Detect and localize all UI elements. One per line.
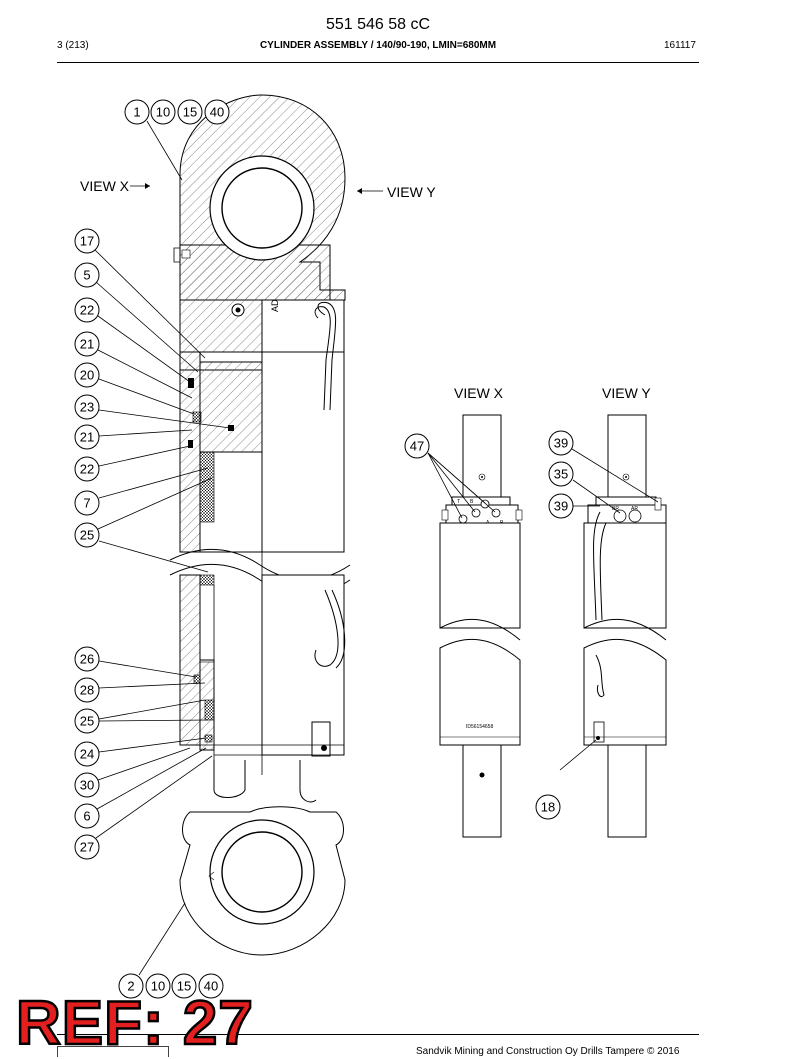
balloon-view-y-2: 35: [554, 467, 568, 482]
leader-lines-left: [94, 249, 231, 839]
view-y-title: VIEW Y: [602, 385, 651, 401]
view-x-title: VIEW X: [454, 385, 504, 401]
drawing-date: 161117: [664, 40, 696, 51]
view-y-drawing: VIEW Y BR AR: [583, 385, 667, 838]
balloon-view-y-1: 39: [554, 436, 568, 451]
balloon-left-12: 28: [80, 683, 94, 698]
lower-bearing-inner: [221, 831, 303, 913]
footer-rule: [57, 1034, 699, 1035]
header-rule: [57, 62, 699, 63]
leader-lines-views: [427, 448, 659, 771]
balloon-left-6: 23: [80, 400, 94, 415]
main-cylinder-section: AD: [169, 94, 351, 956]
page-number: 3 (213): [57, 40, 89, 51]
balloon-bottom-2: 10: [151, 979, 165, 994]
balloon-left-3: 22: [80, 303, 94, 318]
balloon-left-2: 5: [83, 268, 90, 283]
balloon-left-7: 21: [80, 430, 94, 445]
balloon-left-14: 24: [80, 747, 94, 762]
port-label-ar: AR: [631, 506, 638, 512]
balloon-left-17: 27: [80, 840, 94, 855]
balloon-left-15: 30: [80, 778, 94, 793]
port-label-ad: AD: [270, 299, 280, 312]
balloon-left-11: 26: [80, 652, 94, 667]
piston-section: [199, 361, 263, 453]
view-x-drawing: VIEW X T B A P ID56154658: [439, 385, 523, 838]
port-label-t: T: [457, 499, 460, 505]
balloon-group-left: 17 5 22 21 20 23 21 22 7 25 26 28 25 24 …: [74, 228, 100, 860]
balloon-left-10: 25: [80, 528, 94, 543]
balloon-left-4: 21: [80, 337, 94, 352]
balloon-view-y-3: 39: [554, 499, 568, 514]
tube-wall-lower: [179, 574, 201, 746]
id-plate-text: ID56154658: [466, 724, 493, 730]
footer-copyright: Sandvik Mining and Construction Oy Drill…: [416, 1046, 680, 1057]
balloon-left-13: 25: [80, 714, 94, 729]
balloon-top-4: 40: [210, 105, 224, 120]
balloon-left-9: 7: [83, 496, 90, 511]
view-x-label: VIEW X: [80, 178, 130, 194]
view-y-label: VIEW Y: [387, 184, 436, 200]
port-label-b: B: [470, 499, 474, 505]
balloon-bottom-1: 2: [127, 979, 134, 994]
balloon-top-2: 10: [156, 105, 170, 120]
balloon-bottom-3: 15: [177, 979, 191, 994]
port-label-br: BR: [612, 506, 619, 512]
balloon-bottom-4: 40: [204, 979, 218, 994]
balloon-top-1: 1: [133, 105, 140, 120]
balloon-top-3: 15: [183, 105, 197, 120]
document-number: 551 546 58 cC: [325, 16, 431, 33]
drawing-title: CYLINDER ASSEMBLY / 140/90-190, LMIN=680…: [259, 40, 497, 51]
balloon-view-x-1: 47: [410, 439, 424, 454]
balloon-group-top: 1 10 15 40: [124, 99, 230, 125]
balloon-group-views: 47 39 35 39 18: [404, 430, 574, 820]
balloon-left-1: 17: [80, 234, 94, 249]
upper-bearing-inner: [221, 167, 303, 249]
balloon-group-bottom: 2 10 15 40: [118, 973, 224, 999]
balloon-left-16: 6: [83, 809, 90, 824]
balloon-detail-1: 18: [541, 800, 555, 815]
balloon-left-5: 20: [80, 368, 94, 383]
logo-strip: [57, 1046, 169, 1057]
ref-stamp: REF: 27: [15, 988, 254, 1059]
balloon-left-8: 22: [80, 462, 94, 477]
